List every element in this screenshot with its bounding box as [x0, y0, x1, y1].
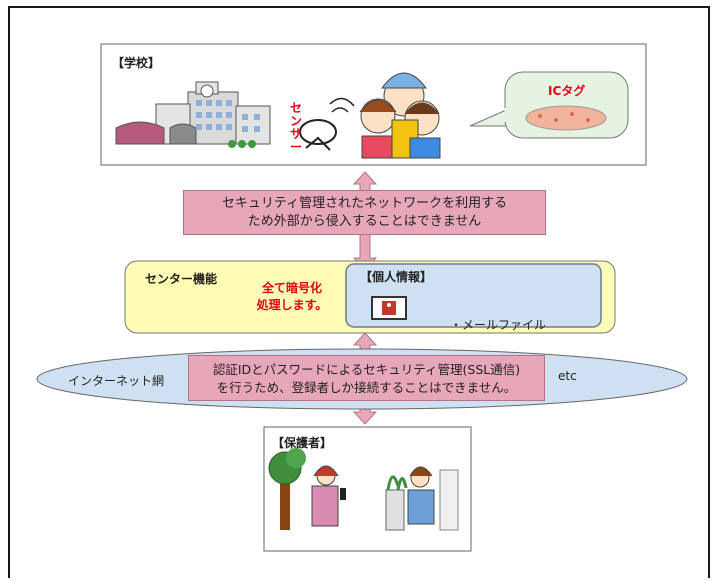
- guardian-label: 【保護者】: [272, 436, 333, 450]
- security-network-line1: セキュリティ管理されたネットワークを利用する: [221, 196, 508, 211]
- ic-tag-label: ICタグ: [548, 84, 586, 98]
- school-label: 【学校】: [112, 56, 161, 70]
- encrypt-line1: 全て暗号化: [261, 281, 322, 295]
- security-network-line2: ため外部から侵入することはできません: [247, 214, 482, 229]
- outer-frame: [8, 6, 710, 578]
- school-building-icon: [115, 81, 271, 148]
- personal-info-item: ・メールファイル: [450, 318, 547, 332]
- center-title: センター機能: [145, 272, 218, 286]
- ic-tag-icon: [525, 105, 607, 131]
- sensor-icon: [299, 97, 355, 151]
- guardian-illustration: [268, 448, 459, 531]
- lock-icon: [371, 296, 407, 320]
- sensor-label: センサー: [290, 101, 303, 154]
- ic-tag-bubble: [469, 71, 629, 139]
- ssl-line1: 認証IDとパスワードによるセキュリティ管理(SSL通信): [212, 362, 521, 377]
- encrypt-line2: 処理します。: [256, 298, 328, 312]
- ssl-security-box: 認証IDとパスワードによるセキュリティ管理(SSL通信) を行うため、登録者しか…: [188, 355, 545, 401]
- students-icon: [359, 72, 441, 159]
- personal-info-label: 【個人情報】: [360, 270, 433, 284]
- encrypt-text: 全て暗号化 処理します。: [246, 280, 338, 314]
- guardian-panel: [263, 426, 472, 552]
- internet-label: インターネット網: [68, 374, 165, 388]
- security-network-box: セキュリティ管理されたネットワークを利用する ため外部から侵入することはできませ…: [183, 190, 546, 235]
- ssl-line2: を行うため、登録者しか接続することはできません。: [216, 380, 517, 395]
- personal-info-panel: [345, 263, 602, 328]
